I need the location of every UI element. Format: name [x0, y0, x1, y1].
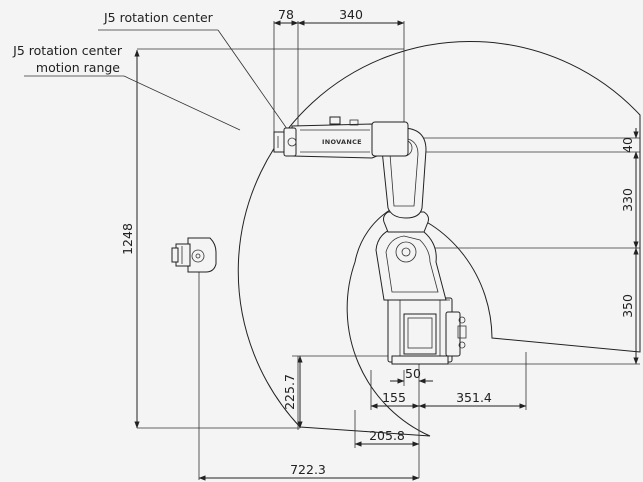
- dim-1248: 1248: [120, 223, 135, 255]
- dim-78: 78: [278, 7, 294, 22]
- motion-range-outline: [237, 40, 641, 437]
- dim-50: 50: [405, 366, 421, 381]
- robot-lower-arm: [375, 211, 447, 301]
- dim-351-4: 351.4: [456, 390, 492, 405]
- dim-155: 155: [382, 390, 406, 405]
- dim-330: 330: [620, 188, 635, 212]
- dim-225-7: 225.7: [282, 374, 297, 410]
- dim-340: 340: [339, 7, 363, 22]
- dimension-lines: [134, 20, 639, 481]
- brand-label: INOVANCE: [322, 138, 362, 146]
- robot-forearm: INOVANCE: [291, 116, 409, 159]
- dim-350: 350: [620, 294, 635, 318]
- j5-range-label-line2: motion range: [36, 60, 120, 75]
- callout-leaders: [24, 29, 293, 137]
- j5-rotation-center-label: J5 rotation center: [103, 10, 214, 25]
- dim-205-8: 205.8: [369, 428, 405, 443]
- robot-wrist-left: [171, 237, 217, 273]
- j5-range-label-line1: J5 rotation center: [12, 43, 123, 58]
- robot-base: [387, 297, 467, 365]
- dim-40: 40: [620, 137, 635, 153]
- dim-722-3: 722.3: [290, 462, 326, 477]
- robot-wrist-top: [273, 127, 297, 157]
